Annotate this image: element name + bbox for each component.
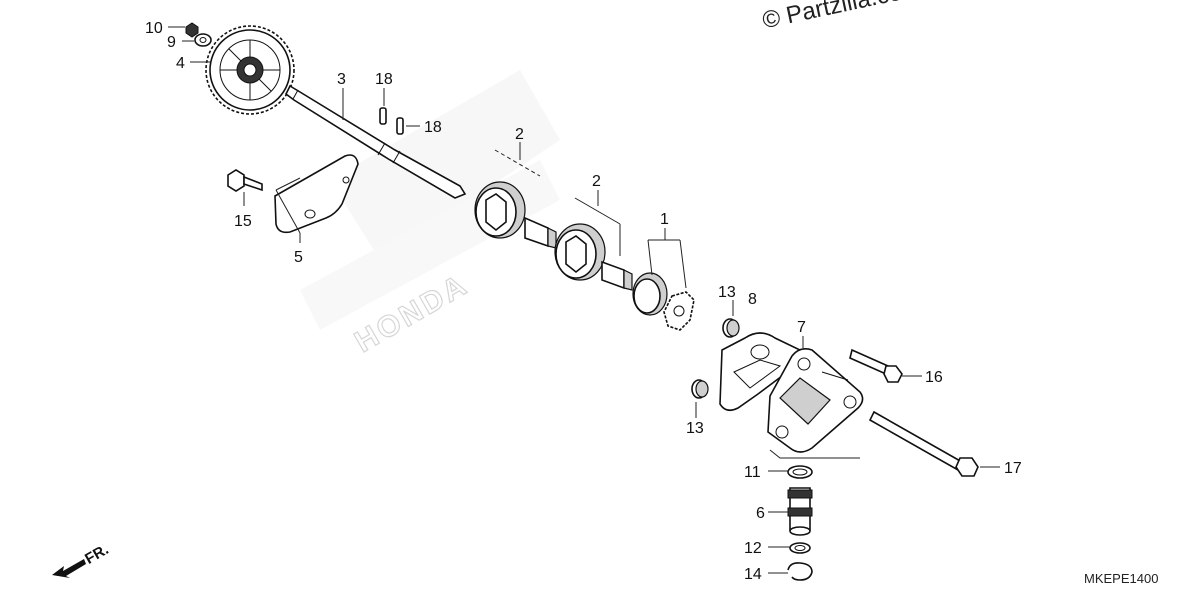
callout-14: 14 <box>744 566 762 583</box>
callout-11: 11 <box>744 464 761 481</box>
callout-4: 4 <box>176 55 185 72</box>
relief-valve-part-6[interactable] <box>787 487 813 536</box>
pin-part-18-lower[interactable] <box>396 117 404 135</box>
rotor-set-part-1[interactable] <box>632 272 695 331</box>
callout-16: 16 <box>925 369 943 386</box>
washer-part-12[interactable] <box>789 542 811 554</box>
callout-7: 7 <box>797 319 806 336</box>
dowel-part-13-lower[interactable] <box>691 379 709 399</box>
callout-10: 10 <box>145 20 163 37</box>
leader-lines <box>168 26 1000 574</box>
callout-13-lower: 13 <box>686 420 704 437</box>
plate-part-5[interactable] <box>274 154 359 234</box>
callout-3: 3 <box>337 71 346 88</box>
callouts: 10 9 4 3 18 18 15 5 2 2 1 13 8 7 13 16 1… <box>145 20 1022 583</box>
circlip-part-14[interactable] <box>787 562 813 581</box>
rotor-set-part-2-second[interactable] <box>554 223 633 291</box>
rotor-set-part-2-first[interactable] <box>474 181 557 249</box>
bolt-part-17[interactable] <box>868 410 979 477</box>
bolt-part-16[interactable] <box>849 348 903 383</box>
washer-part-9[interactable] <box>194 33 212 47</box>
callout-2-second: 2 <box>592 173 601 190</box>
callout-1: 1 <box>660 211 669 228</box>
callout-6: 6 <box>756 505 765 522</box>
callout-18-lower: 18 <box>424 119 442 136</box>
callout-9: 9 <box>167 34 176 51</box>
dowel-part-13-upper[interactable] <box>722 318 740 338</box>
callout-15: 15 <box>234 213 252 230</box>
diagram-code: MKEPE1400 <box>1084 571 1159 586</box>
front-direction-arrow: FR. <box>52 541 112 578</box>
callout-5: 5 <box>294 249 303 266</box>
direction-label: FR. <box>82 541 111 568</box>
pump-body-part-7[interactable] <box>767 348 864 453</box>
callout-12: 12 <box>744 540 762 557</box>
callout-18-upper: 18 <box>375 71 393 88</box>
gear-part-4[interactable] <box>205 25 295 115</box>
callout-17: 17 <box>1004 460 1022 477</box>
callout-8: 8 <box>748 291 757 308</box>
bolt-part-15[interactable] <box>227 169 263 192</box>
pin-part-18-upper[interactable] <box>379 107 387 125</box>
callout-13-upper: 13 <box>718 284 736 301</box>
nut-part-10[interactable] <box>185 22 199 38</box>
shaft-part-3[interactable] <box>284 84 467 199</box>
o-ring-part-11[interactable] <box>787 465 813 479</box>
callout-2-first: 2 <box>515 126 524 143</box>
